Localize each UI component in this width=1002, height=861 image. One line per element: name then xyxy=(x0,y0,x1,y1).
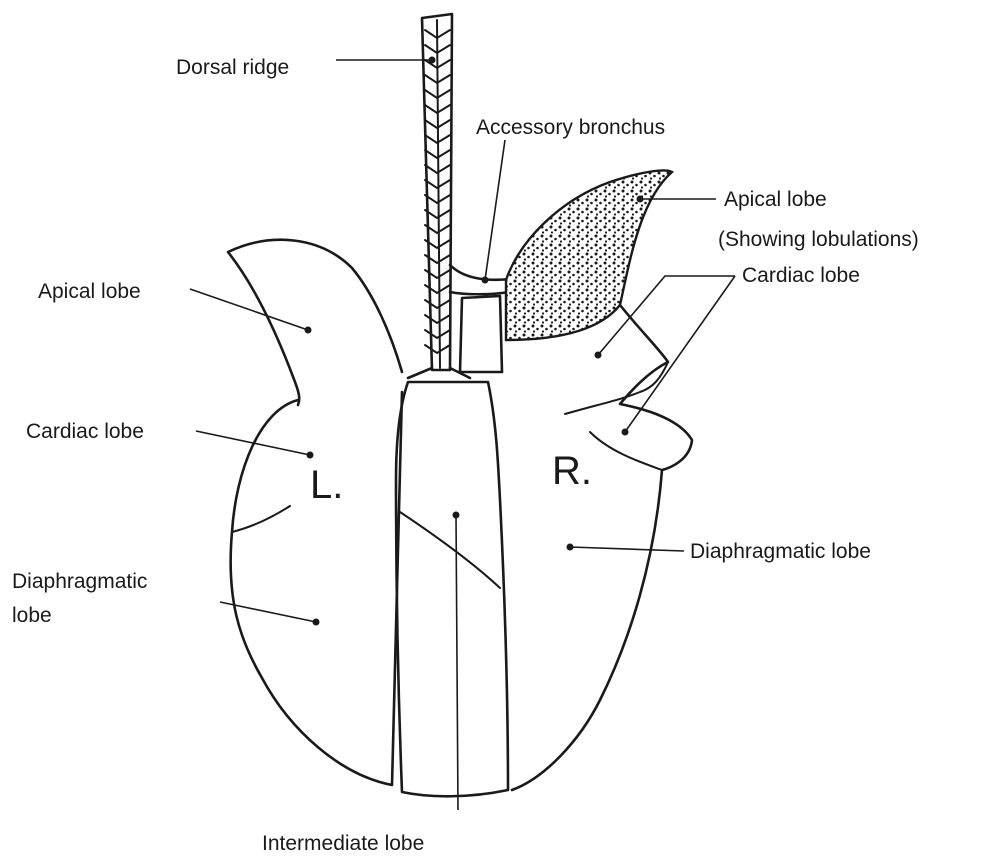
intermediate-lobe xyxy=(396,382,508,796)
label-apical-lobe-right: Apical lobe xyxy=(724,188,827,211)
label-accessory-bronchus: Accessory bronchus xyxy=(476,116,665,139)
left-interlobar-fissure xyxy=(232,506,290,532)
label-apical-lobe-left: Apical lobe xyxy=(38,280,141,303)
label-cardiac-lobe-right: Cardiac lobe xyxy=(742,264,860,287)
right-cardiac-fissure-upper xyxy=(565,362,668,414)
label-diaphragmatic-lobe-right: Diaphragmatic lobe xyxy=(690,540,871,563)
left-lung-outline xyxy=(231,392,402,785)
intermediate-fissure xyxy=(400,512,500,588)
label-apical-lobe-right-note: (Showing lobulations) xyxy=(718,228,919,251)
label-dorsal-ridge: Dorsal ridge xyxy=(176,56,289,79)
left-side-marker: L. xyxy=(310,463,343,507)
tracheal-ring xyxy=(425,345,450,353)
tracheal-ring xyxy=(425,315,450,323)
right-apical-lobe xyxy=(506,170,672,340)
label-intermediate-lobe: Intermediate lobe xyxy=(262,832,424,855)
right-cardiac-fissure-lower xyxy=(590,432,662,470)
right-side-marker: R. xyxy=(552,449,592,493)
label-cardiac-lobe-left: Cardiac lobe xyxy=(26,420,144,443)
left-apical-lobe xyxy=(228,240,402,405)
tracheal-ring xyxy=(425,195,450,203)
leader-lines xyxy=(190,57,735,811)
label-diaphragmatic-lobe-left: Diaphragmatic xyxy=(12,570,147,593)
label-diaphragmatic-lobe-left-line2: lobe xyxy=(12,604,52,627)
tracheal-ring xyxy=(425,330,450,338)
